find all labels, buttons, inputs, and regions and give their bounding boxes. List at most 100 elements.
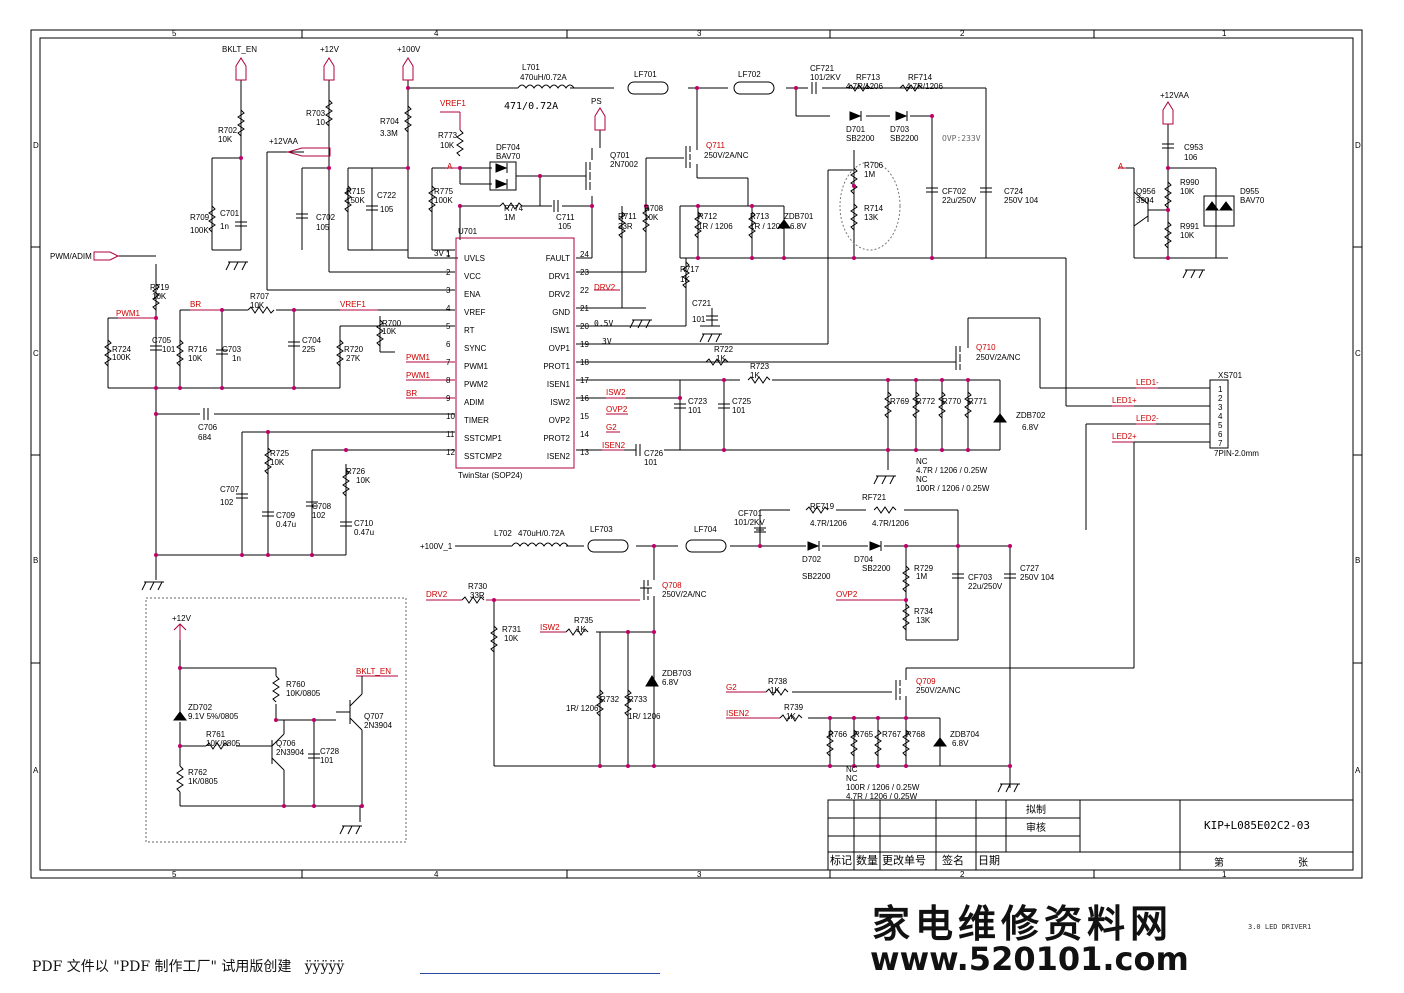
svg-text:ZD702: ZD702: [188, 703, 213, 712]
ic-pin-right: FAULT: [546, 254, 570, 263]
ic-name: TwinStar (SOP24): [458, 471, 523, 480]
svg-text:Q708: Q708: [662, 581, 682, 590]
svg-text:R761: R761: [206, 730, 226, 739]
ic-pin-right: DRV1: [549, 272, 571, 281]
ic-pin-number: 17: [580, 376, 589, 385]
svg-text:D703: D703: [890, 125, 910, 134]
svg-text:10K: 10K: [356, 476, 371, 485]
svg-text:100K: 100K: [434, 196, 453, 205]
ic-pin-number: 24: [580, 250, 589, 259]
svg-text:2: 2: [960, 870, 965, 879]
svg-text:10K/0805: 10K/0805: [206, 739, 241, 748]
ic-pin-right: PROT2: [543, 434, 570, 443]
svg-text:C953: C953: [1184, 143, 1204, 152]
pdf-watermark-note: PDF 文件以 "PDF 制作工厂" 试用版创建 ÿÿÿÿÿ: [32, 956, 344, 976]
net-pwm1-left: PWM1: [116, 309, 141, 318]
svg-text:R722: R722: [714, 345, 734, 354]
svg-text:10K: 10K: [440, 141, 455, 150]
ic-pin-number: 19: [580, 340, 589, 349]
svg-text:日期: 日期: [978, 854, 1000, 867]
wires-lower: [455, 509, 1134, 788]
ic-outline: [455, 237, 575, 469]
svg-text:ZDB703: ZDB703: [662, 669, 692, 678]
svg-text:C707: C707: [220, 485, 240, 494]
svg-text:拟制: 拟制: [1026, 803, 1046, 816]
net-100v: +100V: [397, 45, 421, 54]
svg-text:33R: 33R: [618, 222, 633, 231]
ic-pin-right: ISW2: [550, 398, 570, 407]
svg-text:2N3904: 2N3904: [364, 721, 393, 730]
svg-text:ZDB704: ZDB704: [950, 730, 980, 739]
svg-text:R733: R733: [628, 695, 648, 704]
svg-text:7PIN-2.0mm: 7PIN-2.0mm: [1214, 449, 1259, 458]
svg-text:第: 第: [1214, 856, 1224, 869]
net-drv2-low: DRV2: [426, 590, 448, 599]
ic-pin-right: DRV2: [549, 290, 571, 299]
svg-text:L702: L702: [494, 529, 512, 538]
svg-text:R725: R725: [270, 449, 290, 458]
ic-pin-number: 4: [446, 304, 451, 313]
svg-text:10K/0805: 10K/0805: [286, 689, 321, 698]
diodes: [173, 111, 1233, 747]
svg-text:Q709: Q709: [916, 677, 936, 686]
svg-text:SB2200: SB2200: [890, 134, 919, 143]
svg-text:10K: 10K: [504, 634, 519, 643]
svg-text:B: B: [1355, 556, 1360, 565]
svg-text:1n: 1n: [220, 222, 229, 231]
ovp-circle: [839, 161, 901, 251]
svg-text:C703: C703: [222, 345, 242, 354]
svg-text:R739: R739: [784, 703, 804, 712]
svg-text:150K: 150K: [346, 196, 365, 205]
ic-pin-number: 21: [580, 304, 589, 313]
svg-text:D955: D955: [1240, 187, 1260, 196]
ic-pin-left: PWM1: [464, 362, 489, 371]
net-isen2-low: ISEN2: [726, 709, 750, 718]
svg-text:签名: 签名: [942, 853, 964, 867]
net-labels: BKLT_EN +12V +100V +12VAA +12VAA PWM/ADI…: [50, 45, 1190, 718]
svg-text:9.1V 5%/0805: 9.1V 5%/0805: [188, 712, 239, 721]
svg-text:1K/0805: 1K/0805: [188, 777, 218, 786]
svg-text:LF704: LF704: [694, 525, 717, 534]
svg-text:R723: R723: [750, 362, 770, 371]
svg-text:10K: 10K: [1180, 231, 1195, 240]
net-pwm-adim: PWM/ADIM: [50, 252, 92, 261]
svg-text:RF721: RF721: [862, 493, 887, 502]
svg-text:101: 101: [692, 315, 706, 324]
red-nets: [118, 111, 1158, 719]
svg-text:10K: 10K: [152, 292, 167, 301]
net-12v-box: +12V: [172, 614, 192, 623]
svg-text:1: 1: [1222, 870, 1227, 879]
svg-text:R768: R768: [906, 730, 926, 739]
ic-pin-number: 23: [580, 268, 589, 277]
ic-pin-left: SYNC: [464, 344, 486, 353]
ic-pin-left: UVLS: [464, 254, 485, 263]
net-05v: 0.5V: [594, 319, 613, 328]
ic-pin-left: VCC: [464, 272, 481, 281]
net-vref1-mid: VREF1: [340, 300, 366, 309]
ic-pin-number: 15: [580, 412, 589, 421]
net-isen2: ISEN2: [602, 441, 626, 450]
svg-text:NC: NC: [846, 774, 858, 783]
svg-text:1K: 1K: [750, 371, 760, 380]
svg-text:10: 10: [316, 118, 325, 127]
svg-text:A: A: [1355, 766, 1361, 775]
svg-text:R735: R735: [574, 616, 594, 625]
ic-pin-left: VREF: [464, 308, 485, 317]
ic-pin-number: 8: [446, 376, 451, 385]
transistor-box: [145, 597, 407, 843]
svg-text:C: C: [1355, 349, 1361, 358]
svg-text:R711: R711: [618, 212, 637, 221]
svg-text:1: 1: [1218, 385, 1223, 394]
ic-pin-right: ISEN1: [547, 380, 571, 389]
site-watermark-url: www.520101.com: [870, 940, 1189, 978]
svg-text:C721: C721: [692, 299, 712, 308]
svg-text:C705: C705: [152, 336, 172, 345]
transistor-box-wires: [179, 640, 363, 822]
svg-text:C727: C727: [1020, 564, 1040, 573]
svg-text:Q707: Q707: [364, 712, 384, 721]
transistors: [236, 146, 1149, 771]
svg-text:5: 5: [172, 870, 177, 879]
ic-pin-number: 1: [446, 250, 451, 259]
svg-text:102: 102: [220, 498, 234, 507]
